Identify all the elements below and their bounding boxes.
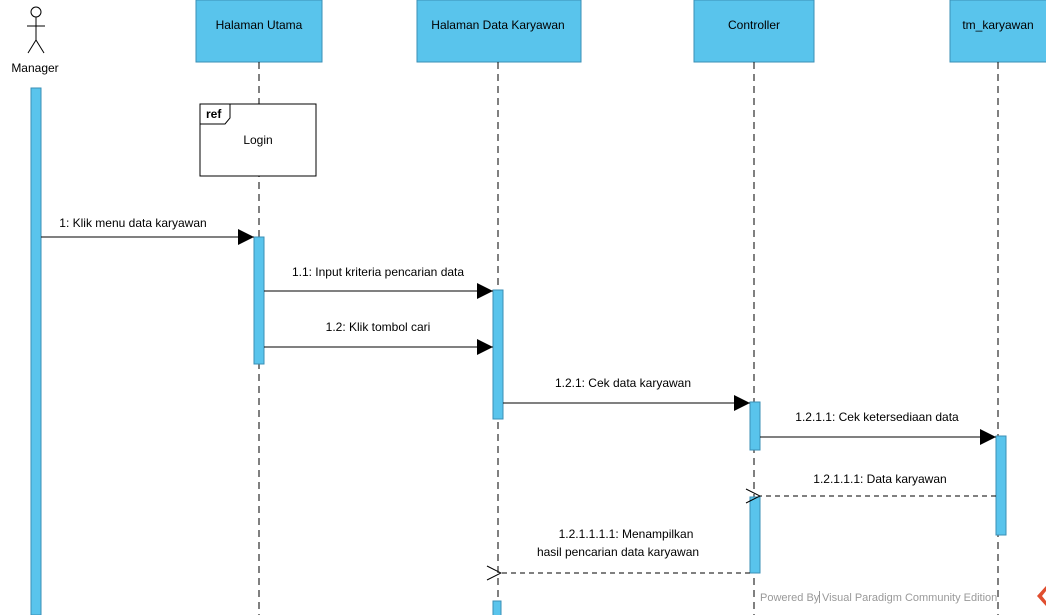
lifeline-label-halaman-data-karyawan: Halaman Data Karyawan (431, 18, 564, 32)
activation-halaman-utama (253, 236, 265, 365)
lifeline-head-controller (693, 0, 815, 63)
message-label: 1.2.1.1: Cek ketersediaan data (795, 410, 959, 424)
message-1[interactable]: 1: Klik menu data karyawan (41, 216, 254, 245)
message-5[interactable]: 1.2.1.1: Cek ketersediaan data (760, 410, 996, 445)
activation-actor (30, 87, 42, 615)
activation-controller-1 (749, 401, 761, 451)
ref-frame (199, 103, 317, 177)
lifeline-label-halaman-utama: Halaman Utama (216, 18, 303, 32)
activation-tm-karyawan (995, 435, 1007, 536)
message-7-return[interactable]: 1.2.1.1.1.1: Menampilkan hasil pencarian… (501, 527, 750, 573)
message-label: 1.1: Input kriteria pencarian data (292, 265, 464, 279)
message-label: 1.2.1.1.1.1: Menampilkan (559, 527, 694, 541)
lifeline-halaman-utama[interactable]: Halaman Utama (195, 0, 323, 615)
watermark-prefix: Powered By (760, 592, 820, 604)
lifeline-head-halaman-utama (195, 0, 323, 63)
lifeline-head-tm-karyawan (949, 0, 1046, 63)
lifeline-head-halaman-data-karyawan (416, 0, 582, 63)
ref-tag: ref (206, 107, 222, 121)
message-label: 1.2: Klik tombol cari (326, 320, 431, 334)
message-3[interactable]: 1.2: Klik tombol cari (264, 320, 493, 355)
activation-halaman-data-karyawan (492, 289, 504, 420)
message-6-return[interactable]: 1.2.1.1.1: Data karyawan (760, 472, 996, 496)
watermark-product: Visual Paradigm Community Edition (822, 592, 997, 604)
message-2[interactable]: 1.1: Input kriteria pencarian data (264, 265, 493, 299)
actor-label: Manager (11, 61, 58, 75)
lifeline-halaman-data-karyawan[interactable]: Halaman Data Karyawan (416, 0, 582, 615)
ref-label: Login (243, 133, 272, 147)
watermark: Powered By Visual Paradigm Community Edi… (760, 586, 1046, 606)
lifeline-label-controller: Controller (728, 18, 780, 32)
activation-halaman-data-karyawan-2 (492, 600, 502, 615)
activation-controller-2 (749, 496, 761, 574)
message-label: 1.2.1: Cek data karyawan (555, 376, 691, 390)
vp-logo-icon (1037, 586, 1046, 606)
watermark-separator (819, 591, 820, 603)
ref-tag-frame (200, 104, 231, 125)
actor-manager[interactable]: Manager (11, 6, 59, 75)
stick-figure-icon (27, 6, 45, 54)
lifeline-label-tm-karyawan: tm_karyawan (962, 18, 1033, 32)
ref-fragment-login[interactable]: ref Login (199, 103, 317, 177)
lifeline-tm-karyawan[interactable]: tm_karyawan (949, 0, 1046, 615)
message-4[interactable]: 1.2.1: Cek data karyawan (503, 376, 750, 411)
message-label-line-2: hasil pencarian data karyawan (537, 545, 699, 559)
message-label: 1: Klik menu data karyawan (59, 216, 206, 230)
message-label: 1.2.1.1.1: Data karyawan (813, 472, 946, 486)
lifeline-controller[interactable]: Controller (693, 0, 815, 615)
